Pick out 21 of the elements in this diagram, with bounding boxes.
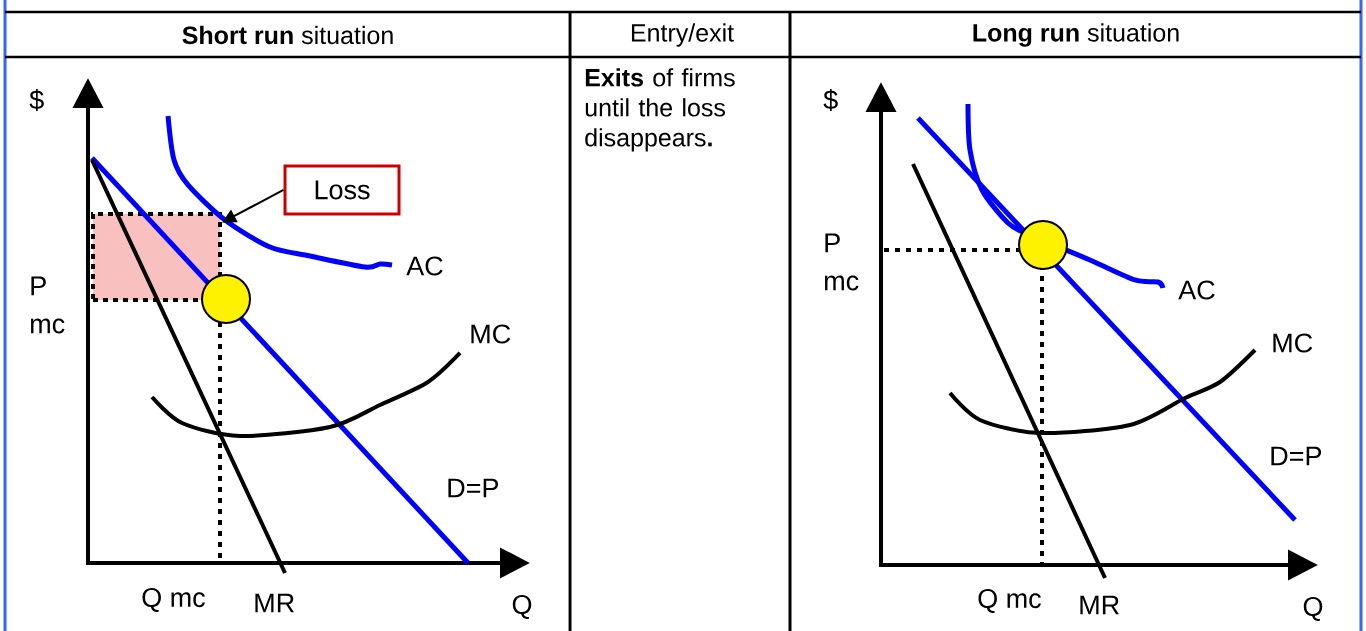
curve-label: D=P (1271, 446, 1322, 466)
cell-text: Exits of firms until the loss disappears. (585, 68, 735, 152)
curve-label: D=P (448, 478, 499, 498)
curve-label: MC (1273, 333, 1313, 353)
curve-label: AC (1178, 280, 1215, 300)
axis-label: Q mc (142, 588, 205, 612)
axis-label: Q (512, 595, 532, 619)
axis-label: P mc (31, 276, 65, 334)
axis-label: Q (1303, 597, 1323, 621)
header-cell: Long run situation (973, 23, 1179, 47)
curve-label: MC (471, 324, 511, 344)
curve-label: MR (255, 593, 294, 613)
curve-label: AC (406, 256, 443, 276)
axis-label: $ (823, 89, 838, 111)
axis-label: Q mc (978, 589, 1041, 613)
axis-label: P mc (825, 233, 859, 291)
header-cell: Entry/exit (631, 23, 734, 47)
header-cell: Short run situation (182, 25, 393, 45)
curve-label: MR (1080, 595, 1119, 615)
axis-label: $ (29, 89, 44, 111)
callout-box: Loss (283, 164, 401, 216)
